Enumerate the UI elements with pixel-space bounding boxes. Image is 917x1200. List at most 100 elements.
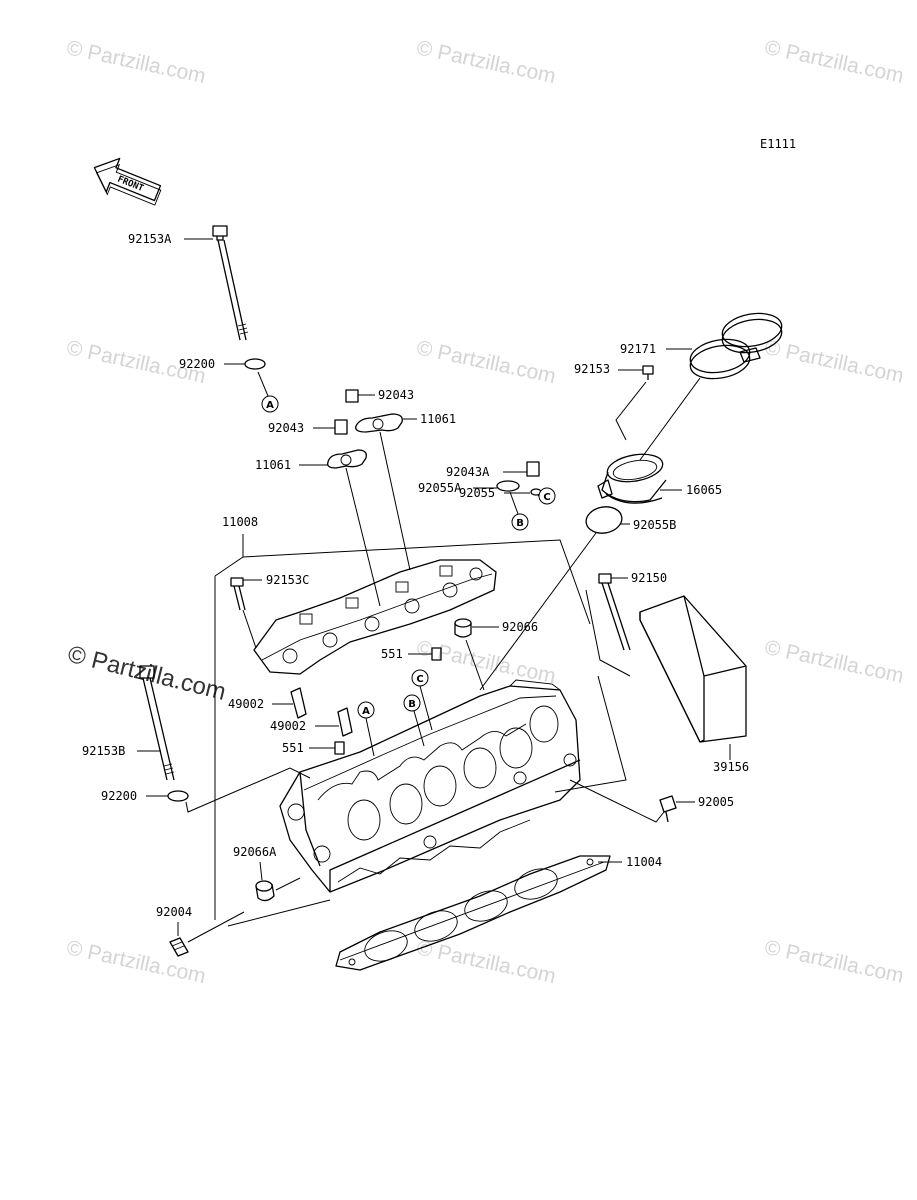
cylinder-head xyxy=(279,679,581,893)
label-92043-b: 92043 xyxy=(268,421,304,435)
bolt-92150 xyxy=(598,573,631,651)
marker-b xyxy=(511,513,529,531)
label-92055a: 92055A xyxy=(418,481,462,495)
stud-92004 xyxy=(169,937,189,957)
watermark: © Partzilla.com xyxy=(763,936,906,988)
watermark: © Partzilla.com xyxy=(763,36,906,88)
label-551-b: 551 xyxy=(282,741,304,755)
label-92153: 92153 xyxy=(574,362,610,376)
dowel-92043 xyxy=(334,419,348,435)
seal-92066 xyxy=(454,618,472,638)
leader-line xyxy=(257,371,269,397)
gasket-11004 xyxy=(335,855,611,971)
leader-line xyxy=(227,899,331,927)
label-49002-a: 49002 xyxy=(228,697,264,711)
leader-line xyxy=(214,539,591,625)
bolt-92153b xyxy=(139,665,175,781)
label-49002-b: 49002 xyxy=(270,719,306,733)
leader-line xyxy=(379,431,411,571)
leader-line xyxy=(345,467,381,607)
label-92004: 92004 xyxy=(156,905,192,919)
leader-line xyxy=(479,532,597,691)
label-92055b: 92055B xyxy=(633,518,676,532)
label-11008: 11008 xyxy=(222,515,258,529)
holder-16065 xyxy=(597,453,667,504)
watermark: © Partzilla.com xyxy=(415,936,558,988)
label-92200-bot: 92200 xyxy=(101,789,137,803)
label-11061-a: 11061 xyxy=(420,412,456,426)
label-92066a: 92066A xyxy=(233,845,277,859)
front-arrow-icon: FRONT xyxy=(93,157,162,206)
label-92043a: 92043A xyxy=(446,465,490,479)
label-92055: 92055 xyxy=(459,486,495,500)
sensor-92005 xyxy=(659,795,677,823)
label-92153a: 92153A xyxy=(128,232,172,246)
diagram-code: E1111 xyxy=(760,137,796,151)
watermark: © Partzilla.com xyxy=(65,36,208,88)
label-16065: 16065 xyxy=(686,483,722,497)
watermark: © Partzilla.com xyxy=(415,636,558,688)
leader-line xyxy=(419,685,433,731)
leader-line xyxy=(639,377,701,461)
watermark: © Partzilla.com xyxy=(415,36,558,88)
marker-b-label: B xyxy=(408,699,416,710)
leader-line xyxy=(242,609,257,649)
washer-92200 xyxy=(244,358,266,370)
leader-line xyxy=(365,717,375,757)
clamp-92171 xyxy=(689,312,783,380)
bolt-92153a xyxy=(212,225,249,341)
watermarks: © Partzilla.com © Partzilla.com © Partzi… xyxy=(65,36,906,988)
marker-c xyxy=(538,487,556,505)
leader-line xyxy=(413,710,425,747)
watermark: © Partzilla.com xyxy=(763,336,906,388)
dowel-92043 xyxy=(345,389,359,403)
watermark: © Partzilla.com xyxy=(763,636,906,688)
label-11061-b: 11061 xyxy=(255,458,291,472)
marker-b-label: B xyxy=(516,518,524,529)
marker-c-label: C xyxy=(543,492,550,503)
leader-line xyxy=(185,767,311,813)
watermark: © Partzilla.com xyxy=(65,936,208,988)
cam-cap-11061 xyxy=(327,449,367,469)
watermark: © Partzilla.com xyxy=(415,336,558,388)
label-11004: 11004 xyxy=(626,855,662,869)
leader-line xyxy=(615,381,647,441)
label-92043-a: 92043 xyxy=(378,388,414,402)
valve-guide-49002 xyxy=(290,687,307,719)
marker-b xyxy=(403,694,421,712)
o-ring-92055b xyxy=(585,506,623,534)
leader-line xyxy=(585,589,631,677)
cam-cap-11061 xyxy=(355,413,403,433)
leader-line xyxy=(259,861,263,881)
leader-line xyxy=(509,491,519,515)
marker-c-label: C xyxy=(416,674,423,685)
dowel-551 xyxy=(334,741,345,755)
pad-39156 xyxy=(639,595,747,743)
seal-92066a xyxy=(255,880,275,902)
camshaft-holder-11008 xyxy=(253,559,497,675)
marker-a-label: A xyxy=(362,706,370,717)
leader-line xyxy=(569,779,665,823)
leader-line xyxy=(465,639,485,691)
label-39156: 39156 xyxy=(713,760,749,774)
screw-92153 xyxy=(642,365,654,380)
label-92066: 92066 xyxy=(502,620,538,634)
leader-line xyxy=(187,911,245,943)
bolt-92153c xyxy=(230,577,246,611)
marker-a xyxy=(261,395,279,413)
leader-line xyxy=(275,877,301,891)
label-92153b: 92153B xyxy=(82,744,125,758)
label-92150: 92150 xyxy=(631,571,667,585)
o-ring-92055a xyxy=(496,480,520,492)
label-92200-top: 92200 xyxy=(179,357,215,371)
dowel-92043a xyxy=(526,461,540,477)
label-92153c: 92153C xyxy=(266,573,309,587)
marker-a-label: A xyxy=(266,400,274,411)
label-551-a: 551 xyxy=(381,647,403,661)
label-92005: 92005 xyxy=(698,795,734,809)
washer-92200 xyxy=(167,790,189,802)
leader-line xyxy=(554,675,627,793)
label-92171: 92171 xyxy=(620,342,656,356)
valve-guide-49002 xyxy=(337,707,353,737)
